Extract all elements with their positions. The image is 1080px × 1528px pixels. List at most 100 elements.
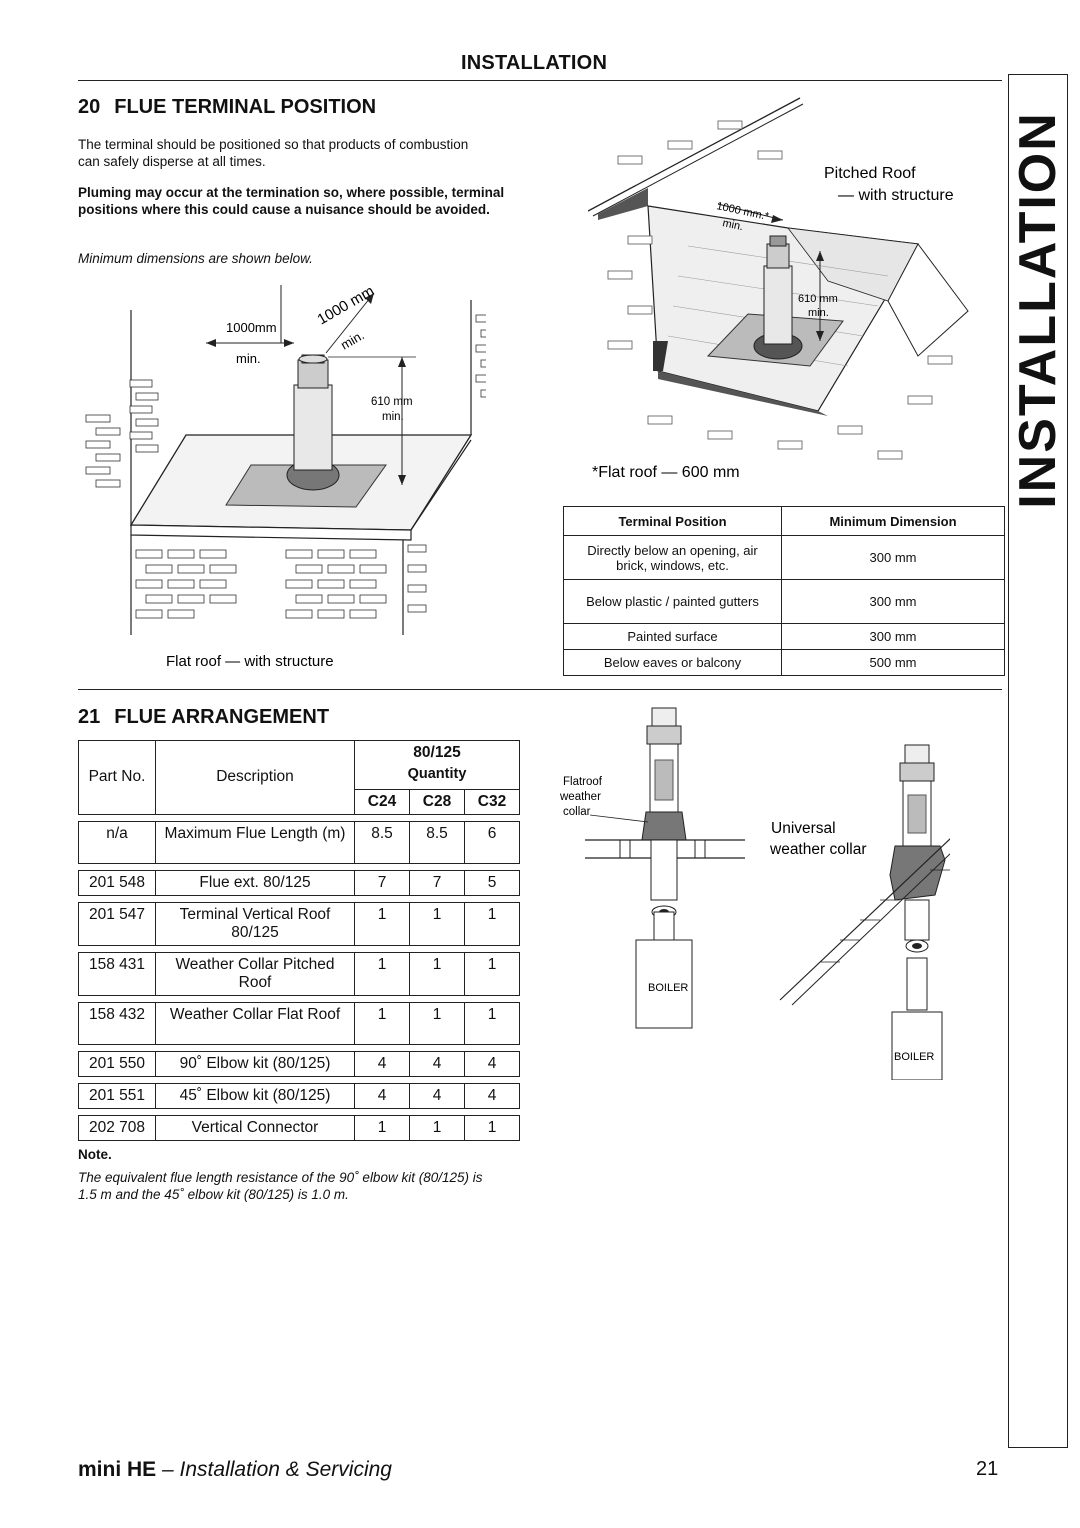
fa-cell-c24: 7 — [354, 869, 410, 896]
fa-cell-c32: 1 — [464, 1001, 520, 1045]
pitched-caption: *Flat roof — 600 mm — [592, 464, 740, 481]
section-21-number: 21 — [78, 706, 101, 728]
pitched-dim-610: 610 mm — [798, 293, 838, 305]
tp-row-dimension: 300 mm — [781, 535, 1005, 580]
section-20-warning: Pluming may occur at the termination so,… — [78, 185, 505, 217]
fa-cell-c28: 1 — [409, 1114, 465, 1141]
section-21-heading: FLUE ARRANGEMENT — [114, 706, 330, 728]
fa-cell-c24: 1 — [354, 1114, 410, 1141]
flat-collar-label-3: collar — [563, 806, 591, 818]
fa-cell-part: 158 431 — [78, 951, 156, 996]
flat-roof-diagram: 1000mm min. 1000 mm min. 610 mm min. Fla… — [85, 282, 486, 670]
tp-row-position: Painted surface — [563, 623, 782, 650]
fa-cell-part: 201 547 — [78, 901, 156, 946]
fa-model-c28: C28 — [409, 788, 465, 815]
tp-row-dimension: 300 mm — [781, 623, 1005, 650]
fa-header-quantity: Quantity — [407, 766, 467, 782]
tp-row-position: Directly below an opening, air brick, wi… — [563, 535, 782, 580]
fa-cell-c32: 1 — [464, 901, 520, 946]
fa-cell-c32: 6 — [464, 820, 520, 864]
section-20-note: Minimum dimensions are shown below. — [78, 251, 313, 266]
tp-row-position: Below eaves or balcony — [563, 649, 782, 676]
universal-label-2: weather collar — [769, 841, 867, 858]
fa-cell-description: Vertical Connector — [155, 1114, 355, 1141]
footer-title: mini HE – Installation & Servicing — [78, 1458, 392, 1482]
fa-model-c32: C32 — [464, 788, 520, 815]
fa-cell-part: n/a — [78, 820, 156, 864]
fa-cell-c32: 4 — [464, 1050, 520, 1077]
flue-note-heading: Note. — [78, 1147, 112, 1162]
fa-header-size-label: 80/125 — [413, 744, 461, 761]
fa-cell-description: Weather Collar Flat Roof — [155, 1001, 355, 1045]
pitched-dim-610-min: min. — [808, 307, 829, 319]
fa-cell-c28: 1 — [409, 951, 465, 996]
fa-cell-c28: 1 — [409, 1001, 465, 1045]
fa-cell-part: 202 708 — [78, 1114, 156, 1141]
section-20-heading: FLUE TERMINAL POSITION — [114, 96, 377, 118]
flat-roof-caption: Flat roof — with structure — [166, 653, 334, 670]
boiler-label-2: BOILER — [894, 1051, 934, 1063]
pitched-label-2: — with structure — [838, 187, 954, 204]
fa-cell-c32: 5 — [464, 869, 520, 896]
terminal-position-table: Terminal Position Minimum Dimension Dire… — [563, 506, 1005, 676]
fa-cell-c32: 1 — [464, 951, 520, 996]
fa-cell-c28: 1 — [409, 901, 465, 946]
flat-dim-610-min: min. — [382, 411, 404, 423]
fa-cell-part: 158 432 — [78, 1001, 156, 1045]
pitched-dim-1000-min: min. — [721, 217, 744, 233]
fa-cell-c32: 4 — [464, 1082, 520, 1109]
flue-arrangement-table: Part No. Description 80/125 Quantity C24… — [78, 740, 520, 1141]
fa-cell-c24: 1 — [354, 901, 410, 946]
fa-cell-description: Terminal Vertical Roof 80/125 — [155, 901, 355, 946]
section-divider — [78, 689, 1002, 690]
flue-note-text: The equivalent flue length resistance of… — [78, 1170, 483, 1202]
side-tab-label: INSTALLATION — [1009, 111, 1067, 509]
fa-header-size: 80/125 Quantity — [354, 740, 520, 785]
fa-cell-description: 45˚ Elbow kit (80/125) — [155, 1082, 355, 1109]
flat-dim-min-diag: min. — [338, 327, 367, 352]
pitched-label-1: Pitched Roof — [824, 165, 916, 182]
fa-cell-c24: 8.5 — [354, 820, 410, 864]
fa-cell-description: Weather Collar Pitched Roof — [155, 951, 355, 996]
tp-header-dimension: Minimum Dimension — [781, 506, 1005, 536]
tp-row-dimension: 300 mm — [781, 579, 1005, 624]
section-21-title: 21 FLUE ARRANGEMENT — [78, 706, 329, 729]
fa-header-description: Description — [155, 740, 355, 815]
fa-header-part: Part No. — [78, 740, 156, 815]
fa-cell-description: Maximum Flue Length (m) — [155, 820, 355, 864]
section-20-intro: The terminal should be positioned so tha… — [78, 137, 469, 169]
fa-cell-c24: 1 — [354, 951, 410, 996]
section-header: INSTALLATION — [461, 52, 608, 74]
universal-label-1: Universal — [771, 820, 836, 837]
boiler-label-1: BOILER — [648, 982, 688, 994]
fa-cell-c24: 4 — [354, 1050, 410, 1077]
flue-arrangement-diagram: Flatroof weather collar BOILER Universal… — [559, 707, 950, 1080]
flat-collar-label-2: weather — [559, 791, 601, 803]
side-tab: INSTALLATION — [1008, 74, 1068, 1448]
fa-cell-description: Flue ext. 80/125 — [155, 869, 355, 896]
section-20-number: 20 — [78, 96, 101, 118]
flat-dim-1000-left: 1000mm — [226, 320, 277, 335]
footer-brand: mini HE — [78, 1458, 157, 1481]
pitched-roof-diagram: 1000 mm.* min. 610 mm min. Pitched Roof … — [588, 97, 969, 481]
fa-cell-c28: 4 — [409, 1050, 465, 1077]
flat-dim-610: 610 mm — [371, 396, 413, 408]
fa-model-c24: C24 — [354, 788, 410, 815]
page-number: 21 — [976, 1458, 999, 1480]
fa-cell-part: 201 551 — [78, 1082, 156, 1109]
fa-cell-c28: 7 — [409, 869, 465, 896]
flat-dim-min-left: min. — [236, 351, 261, 366]
flat-dim-1000-diag: 1000 mm — [315, 282, 378, 328]
header-rule — [78, 80, 1002, 81]
fa-cell-c28: 8.5 — [409, 820, 465, 864]
fa-cell-c28: 4 — [409, 1082, 465, 1109]
fa-cell-c24: 4 — [354, 1082, 410, 1109]
section-20-title: 20 FLUE TERMINAL POSITION — [78, 96, 376, 119]
fa-cell-part: 201 548 — [78, 869, 156, 896]
footer-subtitle: – Installation & Servicing — [162, 1458, 392, 1481]
fa-cell-part: 201 550 — [78, 1050, 156, 1077]
fa-cell-c32: 1 — [464, 1114, 520, 1141]
tp-header-position: Terminal Position — [563, 506, 782, 536]
tp-row-dimension: 500 mm — [781, 649, 1005, 676]
tp-row-position: Below plastic / painted gutters — [563, 579, 782, 624]
